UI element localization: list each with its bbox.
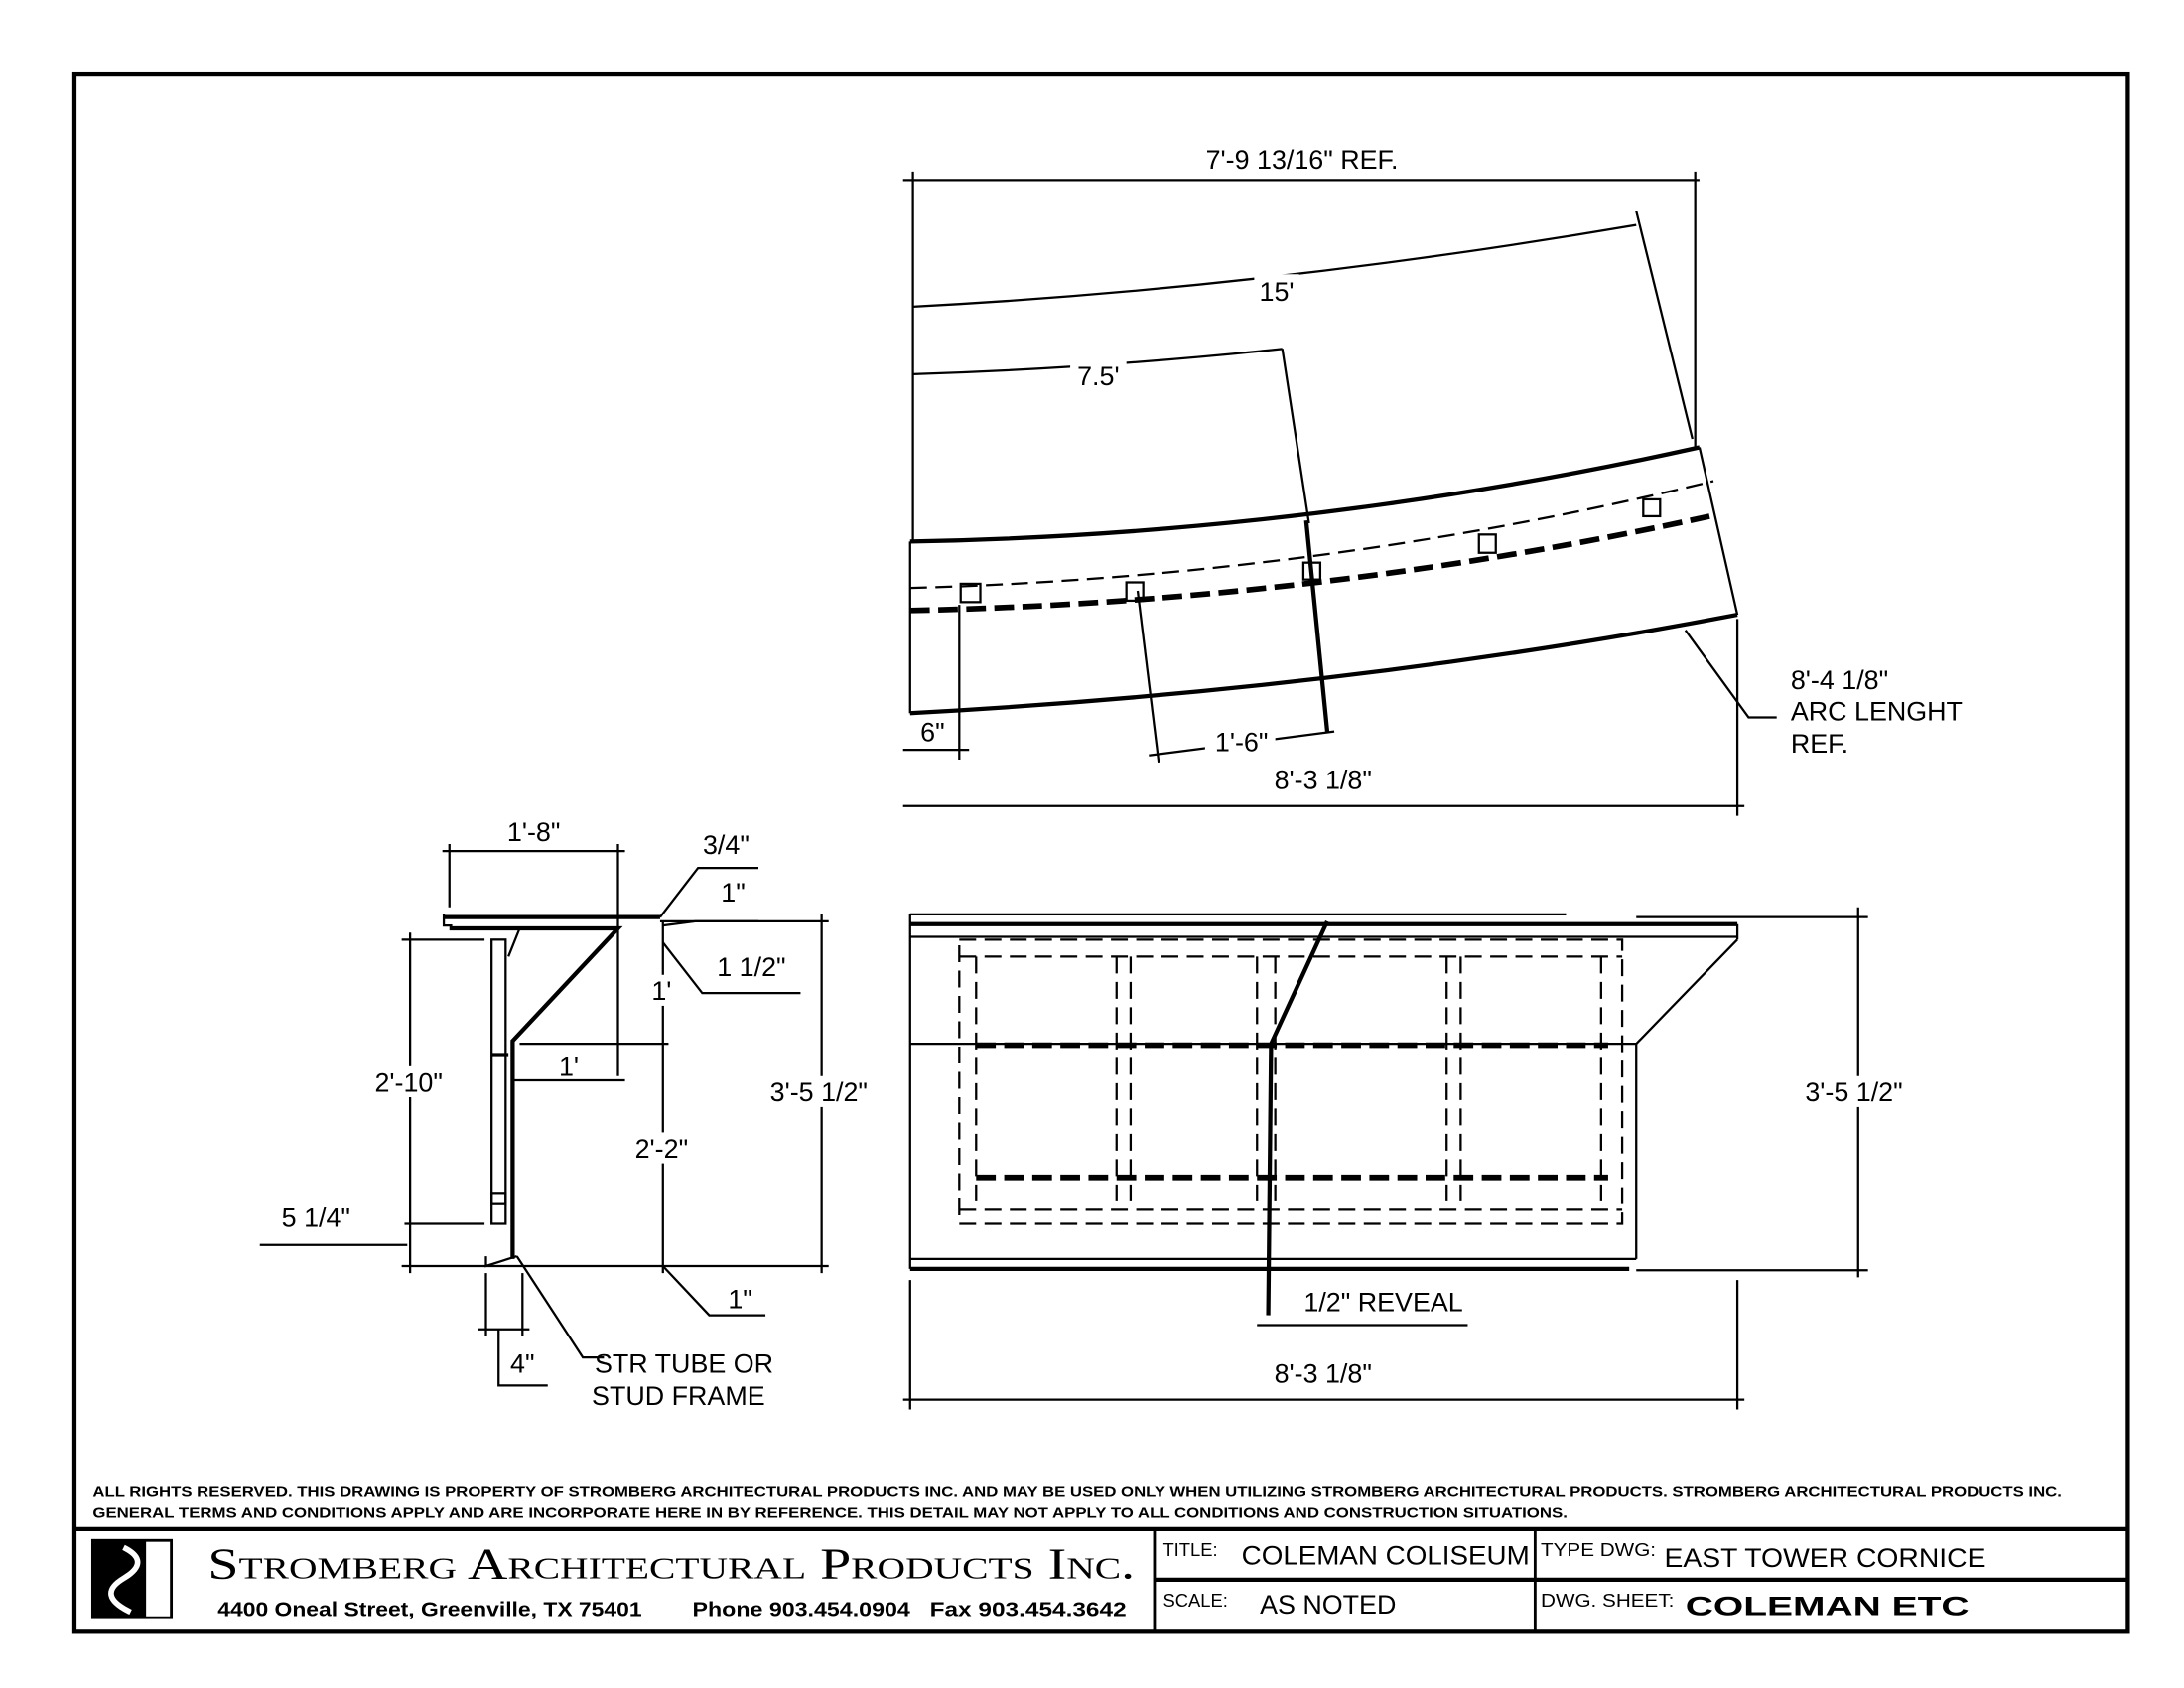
type-dwg-value: EAST TOWER CORNICE bbox=[1665, 1543, 1986, 1573]
dim-radius-7-5: 7.5' bbox=[1077, 361, 1119, 391]
copyright-notice-line-1: ALL RIGHTS RESERVED. THIS DRAWING IS PRO… bbox=[92, 1484, 2062, 1500]
dim-arc-length: 8'-4 1/8" bbox=[1791, 665, 1888, 695]
title-value: COLEMAN COLISEUM bbox=[1242, 1540, 1530, 1570]
dim-1-vertical: 1' bbox=[651, 976, 671, 1006]
dim-1-6: 1'-6" bbox=[1215, 727, 1268, 757]
dim-3-5-1-2-section: 3'-5 1/2" bbox=[770, 1077, 868, 1107]
note-stud-frame: STUD FRAME bbox=[592, 1381, 765, 1411]
dim-1-bottom: 1" bbox=[728, 1284, 751, 1314]
sheet-border bbox=[71, 71, 2130, 1634]
dim-4: 4" bbox=[510, 1349, 534, 1379]
dim-overall-ref: 7'-9 13/16" REF. bbox=[1206, 145, 1399, 175]
dim-arc-length-ref: REF. bbox=[1791, 729, 1848, 759]
dim-6-inch: 6" bbox=[920, 718, 944, 748]
elevation-view: 3'-5 1/2" 1/2" REVEAL 8'-3 1/8" bbox=[902, 907, 1905, 1410]
dim-width-elevation: 8'-3 1/8" bbox=[1275, 1359, 1372, 1389]
dim-chord: 8'-3 1/8" bbox=[1275, 766, 1372, 795]
section-view: 1'-8" 3/4" 1" 1 1/2" 3'-5 1/2" 2'-10" 5 … bbox=[259, 817, 868, 1411]
dim-5-1-4: 5 1/4" bbox=[282, 1202, 350, 1232]
company-fax: Fax 903.454.3642 bbox=[930, 1599, 1127, 1621]
plan-view: 7'-9 13/16" REF. 15' 7.5' 6" 1'-6" 8'-3 … bbox=[902, 145, 1963, 816]
dim-1-horizontal: 1' bbox=[559, 1053, 579, 1082]
dim-3-4: 3/4" bbox=[703, 830, 750, 860]
title-label: TITLE: bbox=[1162, 1539, 1217, 1560]
company-address: 4400 Oneal Street, Greenville, TX 75401 bbox=[217, 1599, 641, 1621]
dwg-sheet-label: DWG. SHEET: bbox=[1541, 1590, 1674, 1611]
dim-arc-length-label: ARC LENGHT bbox=[1791, 696, 1963, 726]
type-dwg-label: TYPE DWG: bbox=[1541, 1539, 1656, 1560]
dim-1-top: 1" bbox=[721, 878, 745, 908]
dim-1-8: 1'-8" bbox=[507, 817, 560, 847]
company-phone: Phone 903.454.0904 bbox=[692, 1599, 910, 1621]
dim-2-10: 2'-10" bbox=[374, 1067, 442, 1097]
note-str-tube: STR TUBE OR bbox=[595, 1349, 773, 1379]
copyright-notice-line-2: GENERAL TERMS AND CONDITIONS APPLY AND A… bbox=[92, 1506, 1568, 1522]
dim-1-1-2: 1 1/2" bbox=[717, 952, 785, 982]
dim-reveal: 1/2" REVEAL bbox=[1303, 1287, 1462, 1317]
dwg-sheet-value: COLEMAN ETC bbox=[1686, 1591, 1970, 1620]
dim-2-2: 2'-2" bbox=[635, 1134, 688, 1164]
dim-3-5-1-2-elevation: 3'-5 1/2" bbox=[1805, 1077, 1902, 1107]
title-block: ALL RIGHTS RESERVED. THIS DRAWING IS PRO… bbox=[73, 1484, 2128, 1632]
company-name: Stromberg Architectural Products Inc. bbox=[207, 1540, 1135, 1588]
dim-radius-15: 15' bbox=[1260, 277, 1295, 307]
scale-label: SCALE: bbox=[1162, 1590, 1227, 1611]
scale-value: AS NOTED bbox=[1260, 1590, 1396, 1619]
